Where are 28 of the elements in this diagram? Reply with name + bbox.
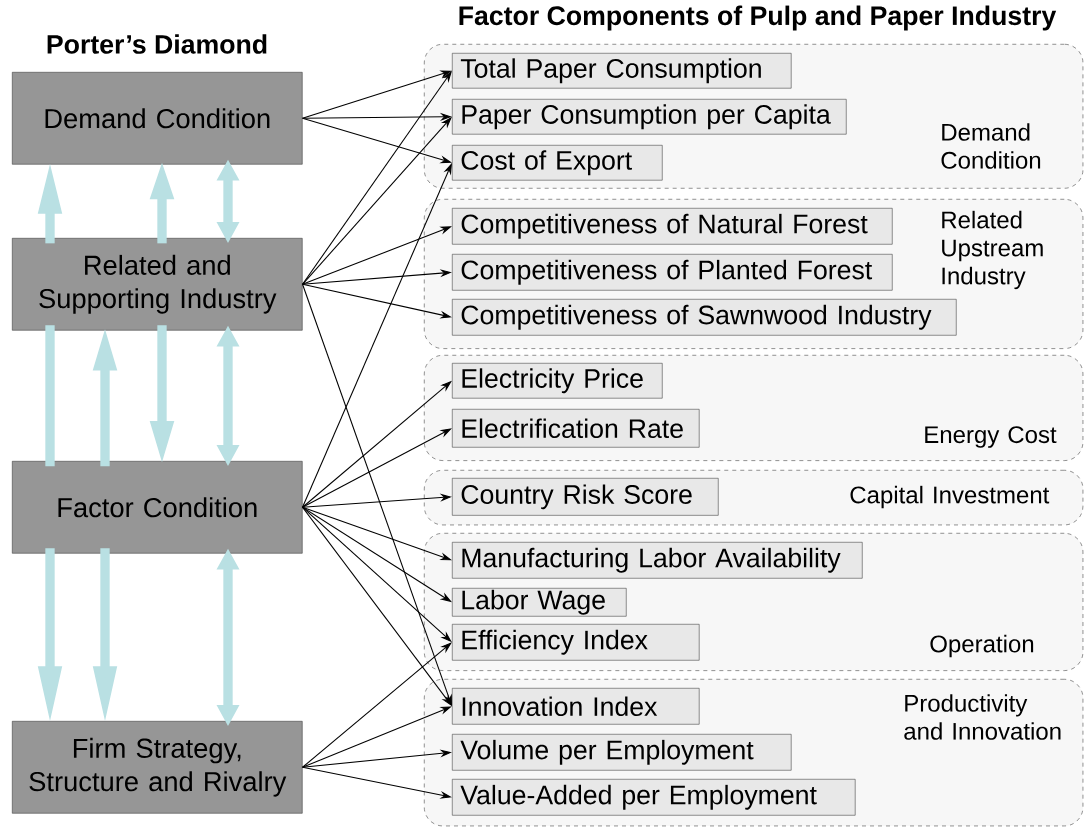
arrow	[302, 428, 452, 508]
component-box: Labor Wage	[452, 588, 627, 617]
component-box: Competitiveness of Sawnwood Industry	[452, 299, 957, 336]
group-label: Related Upstream Industry	[942, 210, 1043, 290]
component-box: Competitiveness of Natural Forest	[452, 208, 893, 245]
component-box: Value-Added per Employment	[452, 779, 856, 816]
group-label: Demand Condition	[941, 123, 1041, 169]
component-box: Paper Consumption per Capita	[452, 99, 847, 135]
arrow	[302, 642, 452, 768]
factor-box: Firm Strategy, Structure and Rivalry	[12, 721, 303, 814]
component-box: Cost of Export	[452, 145, 663, 181]
group-label: Productivity and Innovation	[904, 694, 1061, 740]
component-box: Manufacturing Labor Availability	[452, 542, 863, 579]
factor-box: Related and Supporting Industry	[12, 238, 303, 331]
component-box: Country Risk Score	[452, 478, 719, 516]
component-box: Total Paper Consumption	[452, 53, 792, 89]
component-box: Volume per Employment	[452, 734, 792, 771]
component-box: Innovation Index	[452, 688, 700, 725]
group-label: Capital Investment	[850, 485, 1050, 509]
component-box: Competitiveness of Planted Forest	[452, 254, 893, 291]
group-label: Energy Cost	[925, 426, 1057, 448]
factor-box: Demand Condition	[12, 72, 303, 165]
group-label: Operation	[930, 634, 1034, 658]
component-box: Efficiency Index	[452, 624, 700, 661]
component-box: Electrification Rate	[452, 409, 700, 448]
section-title: Factor Components of Pulp and Paper Industry	[459, 5, 1057, 31]
factor-box: Factor Condition	[12, 461, 303, 554]
component-box: Electricity Price	[452, 363, 663, 399]
